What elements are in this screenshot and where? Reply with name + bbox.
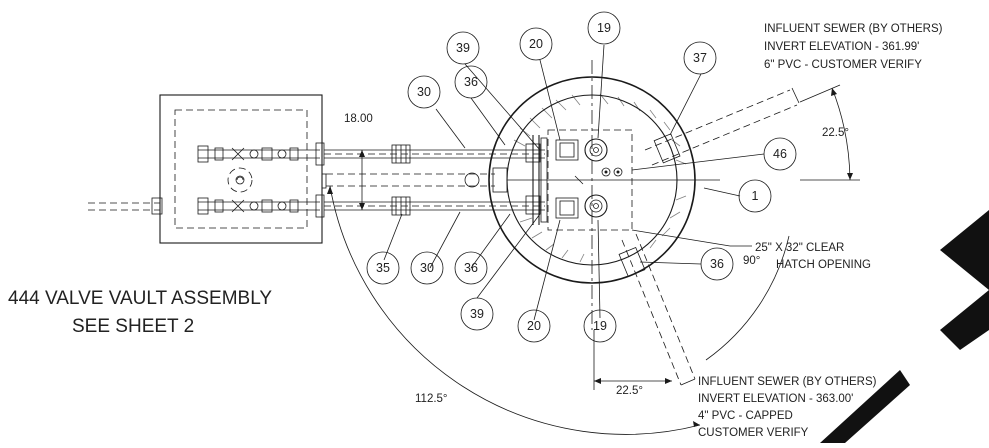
note-south-line-4: CUSTOMER VERIFY [698, 427, 809, 439]
note-hatch-line-1: 25" X 32" CLEAR [755, 242, 844, 254]
callout-39-bot: 39 [470, 307, 484, 321]
influent-north-pipe [644, 87, 800, 166]
dimension-lines [327, 84, 860, 435]
corner-chevron [820, 210, 989, 443]
callout-36-top-bubble [454, 65, 488, 99]
callout-36-bot: 36 [464, 261, 478, 275]
callout-19-top-bubble [587, 11, 621, 45]
callout-20-top: 20 [529, 37, 543, 51]
callout-46-bubble [763, 137, 797, 171]
callout-37: 37 [693, 51, 707, 65]
callout-30-top: 30 [417, 85, 431, 99]
note-south-line-3: 4" PVC - CAPPED [698, 410, 793, 422]
callout-19-bot: 19 [593, 319, 607, 333]
callout-46: 46 [773, 147, 787, 161]
pump-lower [555, 194, 608, 219]
callout-36-top: 36 [464, 75, 478, 89]
callout-1: 1 [752, 189, 759, 203]
dim-angle-south: 22.5° [616, 385, 643, 397]
notes: INFLUENT SEWER (BY OTHERS) INVERT ELEVAT… [8, 23, 943, 439]
valve-vault [88, 94, 327, 244]
note-vault-line-2: SEE SHEET 2 [72, 316, 194, 337]
dimension-text: 18.00 22.5° 22.5° 90° 112.5° [344, 113, 849, 405]
note-vault-line-1: 444 VALVE VAULT ASSEMBLY [8, 288, 272, 309]
callout-36-right-bubble [700, 247, 734, 281]
callout-39-top: 39 [456, 41, 470, 55]
pump-upper [555, 138, 608, 162]
note-north-line-3: 6" PVC - CUSTOMER VERIFY [764, 59, 922, 71]
dim-angle-sweep: 112.5° [415, 393, 448, 405]
callout-30-bot: 30 [420, 261, 434, 275]
wet-well [488, 60, 720, 330]
vault-upper-piping [197, 145, 320, 163]
callout-19-bot-bubble [583, 309, 617, 343]
callout-30-bot-bubble [410, 251, 444, 285]
note-hatch-line-2: HATCH OPENING [776, 259, 871, 271]
dim-angle-ninety: 90° [743, 255, 760, 267]
dim-spacing: 18.00 [344, 113, 373, 125]
callout-30-top-bubble [407, 75, 441, 109]
callout-1-bubble [738, 179, 772, 213]
callout-39-bot-bubble [460, 297, 494, 331]
callout-20-bot: 20 [527, 319, 541, 333]
callout-35-bubble [366, 251, 400, 285]
callout-20-top-bubble [519, 27, 553, 61]
note-south-line-2: INVERT ELEVATION - 363.00' [698, 393, 853, 405]
callout-37-bubble [683, 41, 717, 75]
callout-39-top-bubble [446, 31, 480, 65]
callout-19-top: 19 [597, 21, 611, 35]
callout-36-right: 36 [710, 257, 724, 271]
callout-36-bot-bubble [454, 251, 488, 285]
influent-south-pipe [618, 233, 696, 386]
callout-20-bot-bubble [517, 309, 551, 343]
note-south-line-1: INFLUENT SEWER (BY OTHERS) [698, 376, 877, 388]
dim-angle-north: 22.5° [822, 127, 849, 139]
note-north-line-1: INFLUENT SEWER (BY OTHERS) [764, 23, 943, 35]
callout-35: 35 [376, 261, 390, 275]
callouts: 19 20 39 36 30 37 46 1 35 30 36 39 20 19… [366, 11, 797, 343]
vault-lower-piping [197, 197, 320, 215]
note-north-line-2: INVERT ELEVATION - 361.99' [764, 41, 919, 53]
